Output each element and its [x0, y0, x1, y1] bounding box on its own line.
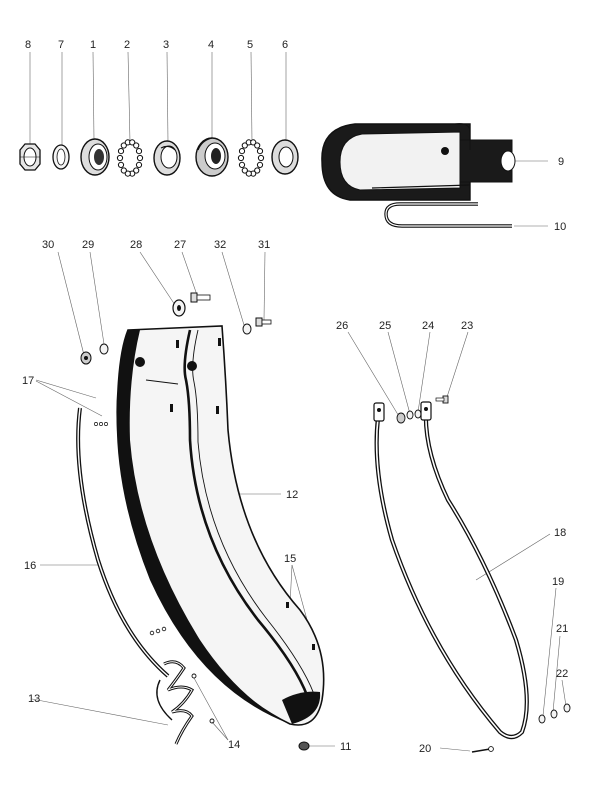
small-hardware	[80, 292, 571, 753]
part-29-washer	[99, 343, 109, 355]
bearing-ball	[237, 154, 245, 162]
bearing-ball	[120, 142, 127, 149]
headset-bearing-parts	[19, 137, 299, 177]
label-18: 18	[554, 527, 566, 539]
part-27-bolt	[190, 292, 211, 303]
bearing-ball	[250, 139, 257, 146]
part-10-bent-rod	[384, 202, 512, 228]
bearing-ball	[241, 142, 248, 149]
label-15: 15	[284, 553, 296, 565]
bearing-ball	[254, 167, 261, 174]
part-labels: 8 7 1 2 3 4 5 6 9 10 30 29 28 27 32 31 1…	[22, 39, 568, 755]
label-8: 8	[25, 39, 31, 51]
part-7-washer	[52, 144, 70, 170]
leader-lines	[29, 51, 567, 752]
bearing-ball	[238, 161, 246, 168]
bearing-ball	[117, 161, 125, 168]
part-21-washer	[550, 709, 558, 719]
trim-rivets	[149, 626, 167, 636]
label-3: 3	[163, 39, 169, 51]
part-3-bearing-cone	[153, 140, 181, 176]
label-1: 1	[90, 39, 96, 51]
label-21: 21	[556, 623, 568, 635]
bearing-ball	[133, 142, 140, 149]
part-30-nut	[80, 351, 92, 365]
bearing-ball	[238, 148, 246, 155]
part-18-stay	[373, 401, 529, 740]
label-30: 30	[42, 239, 54, 251]
bearing-ball	[133, 167, 140, 174]
part-14-screws	[191, 673, 215, 724]
label-20: 20	[419, 743, 431, 755]
part-8-lock-nut	[19, 143, 41, 171]
part-32-washer	[242, 323, 252, 335]
label-11: 11	[340, 741, 351, 753]
part-19-nut	[538, 714, 546, 724]
part-4-lower-bearing-cup	[195, 137, 229, 177]
label-6: 6	[282, 39, 288, 51]
part-25-washer	[406, 410, 414, 420]
bearing-ball	[117, 148, 125, 155]
label-23: 23	[461, 320, 473, 332]
part-6-bearing-race	[271, 139, 299, 175]
label-12: 12	[286, 489, 298, 501]
part-31-bolt	[255, 317, 272, 327]
label-17: 17	[22, 375, 34, 387]
label-14: 14	[228, 739, 240, 751]
label-2: 2	[124, 39, 130, 51]
part-16-edge-trim	[76, 407, 170, 678]
label-22: 22	[556, 668, 568, 680]
part-9-tube-guard	[321, 123, 516, 201]
label-31: 31	[258, 239, 270, 251]
label-25: 25	[379, 320, 391, 332]
bearing-ball	[136, 154, 144, 162]
label-5: 5	[247, 39, 253, 51]
part-13-script-emblem	[156, 660, 195, 745]
label-10: 10	[554, 221, 566, 233]
label-26: 26	[336, 320, 348, 332]
label-19: 19	[552, 576, 564, 588]
part-28-washer	[172, 299, 186, 317]
part-22-nut	[563, 703, 571, 713]
label-7: 7	[58, 39, 64, 51]
bearing-ball	[135, 148, 143, 155]
part-23-bolt	[435, 395, 449, 404]
bearing-ball	[256, 148, 264, 155]
part-5-ball-bearing-ring	[237, 139, 265, 177]
label-24: 24	[422, 320, 434, 332]
bearing-ball	[124, 170, 131, 177]
part-26-nut	[396, 412, 406, 424]
part-2-ball-bearing-ring	[116, 139, 144, 177]
label-32: 32	[214, 239, 226, 251]
part-12-mudguard	[116, 325, 325, 726]
label-29: 29	[82, 239, 94, 251]
part-17-screws	[94, 422, 108, 426]
label-28: 28	[130, 239, 142, 251]
bearing-ball	[245, 170, 252, 177]
part-1-bearing-cup	[80, 138, 110, 176]
label-13: 13	[28, 693, 40, 705]
bearing-ball	[256, 161, 264, 168]
part-20-screw	[471, 746, 494, 753]
label-9: 9	[558, 156, 564, 168]
part-24-washer	[414, 409, 422, 419]
bearing-ball	[120, 167, 127, 174]
bearing-ball	[135, 161, 143, 168]
part-11-nut	[298, 741, 310, 751]
bearing-ball	[254, 142, 261, 149]
label-27: 27	[174, 239, 186, 251]
bearing-ball	[257, 154, 265, 162]
bearing-ball	[116, 154, 124, 162]
bearing-ball	[241, 167, 248, 174]
label-16: 16	[24, 560, 36, 572]
bearing-ball	[129, 139, 136, 146]
label-4: 4	[208, 39, 214, 51]
